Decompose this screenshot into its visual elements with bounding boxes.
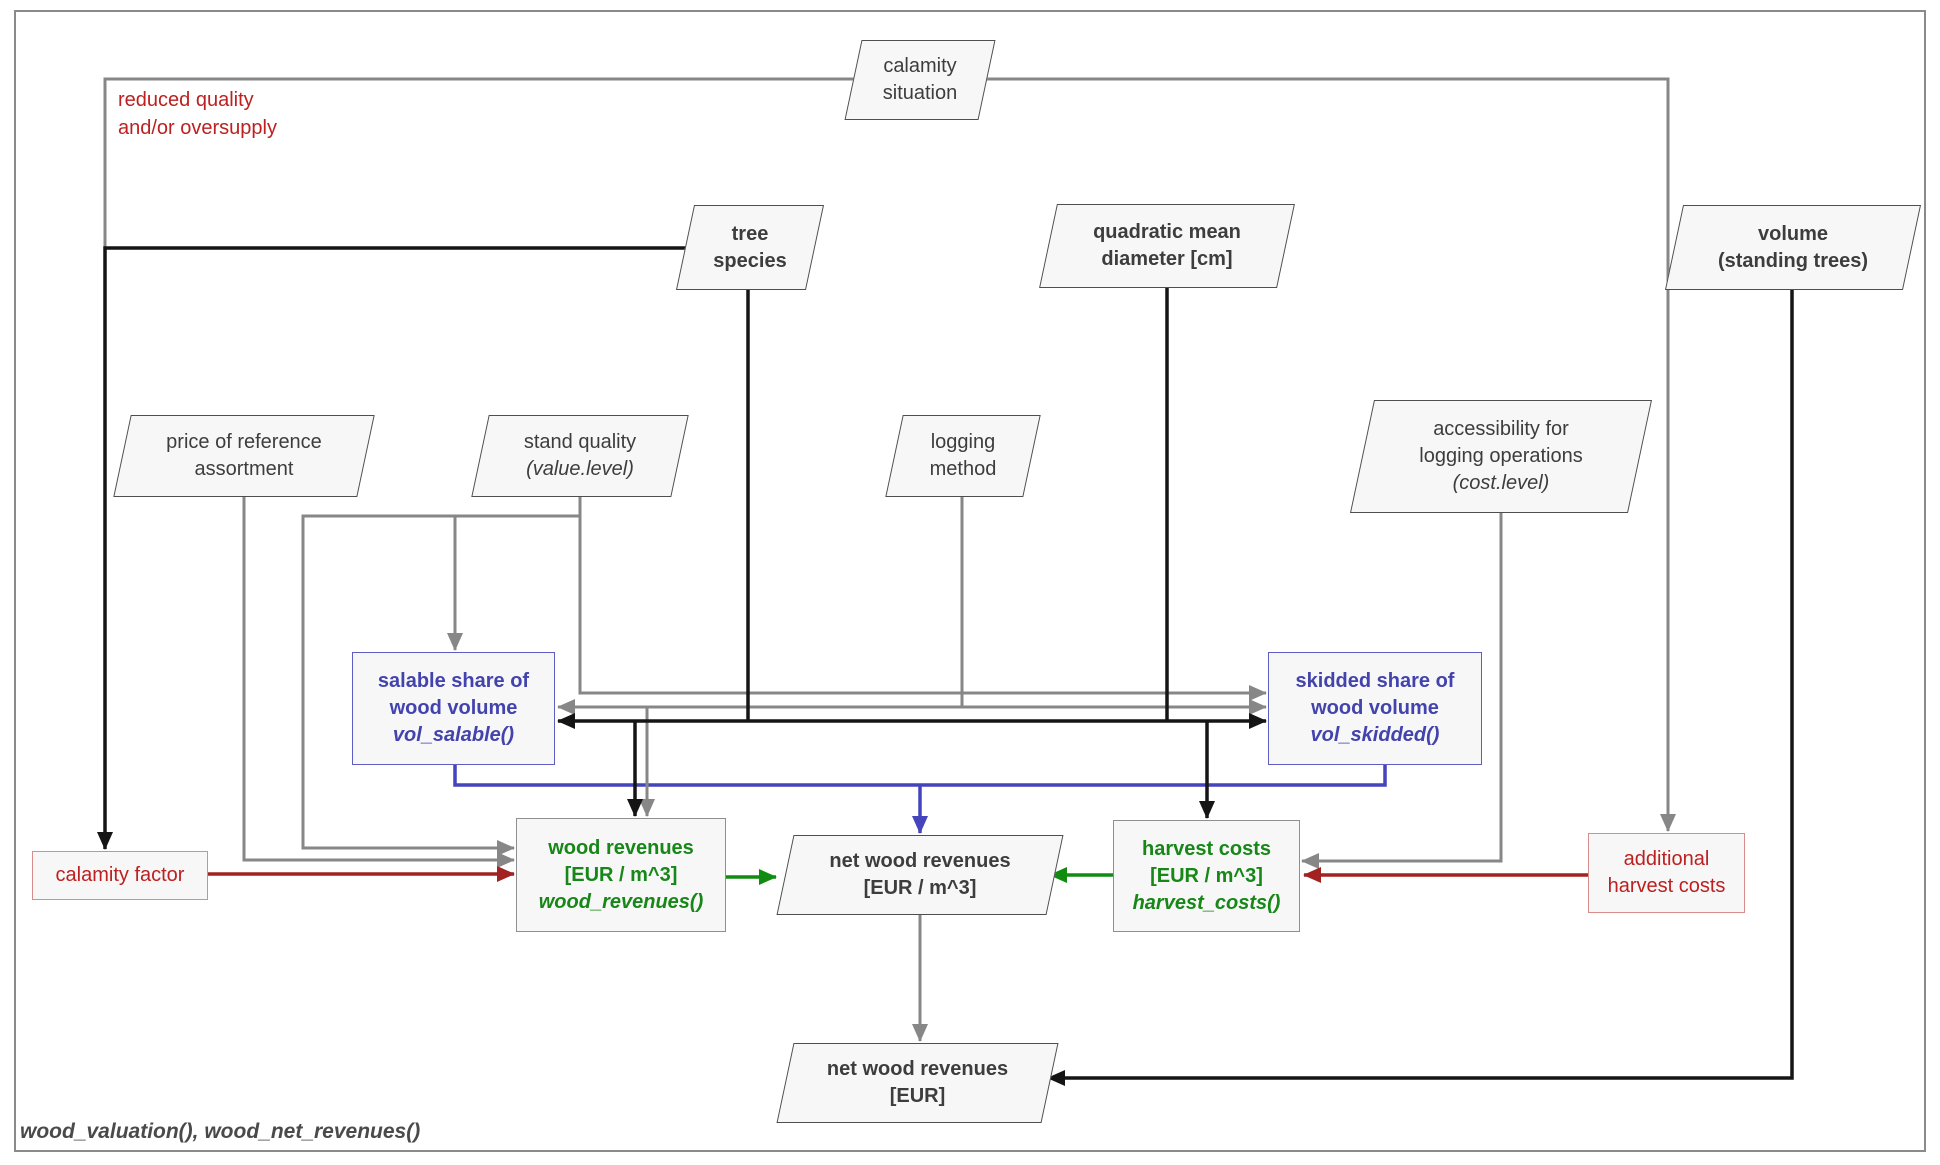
node-label-line: [EUR] bbox=[889, 1085, 946, 1107]
node-label-line: vol_skidded() bbox=[1310, 724, 1440, 746]
node-calamity-factor: calamity factor bbox=[32, 851, 208, 900]
node-label-line: logging operations bbox=[1419, 445, 1583, 467]
node-wood-revenues: wood revenues [EUR / m^3] wood_revenues() bbox=[516, 818, 726, 932]
node-label-line: species bbox=[713, 249, 787, 272]
node-label-line: (standing trees) bbox=[1717, 249, 1869, 272]
node-shape bbox=[516, 818, 726, 932]
node-label-line: wood volume bbox=[389, 697, 518, 719]
node-shape bbox=[1268, 652, 1482, 765]
edges-blue bbox=[453, 765, 1387, 834]
edges-black bbox=[97, 246, 1794, 1086]
node-label-line: wood_revenues() bbox=[538, 890, 704, 913]
node-label-line: [EUR / m^3] bbox=[863, 877, 977, 899]
annotation-line: reduced quality bbox=[118, 89, 254, 111]
node-label-line: harvest costs bbox=[1607, 875, 1726, 897]
node-label-line: wood revenues bbox=[548, 836, 694, 859]
node-net-wood-revenues-m3: net wood revenues [EUR / m^3] bbox=[776, 835, 1064, 915]
node-label-line: diameter [cm] bbox=[1101, 248, 1233, 270]
node-label-line: situation bbox=[882, 82, 958, 104]
edges-gray bbox=[103, 77, 1676, 1042]
node-quadratic-mean-diameter: quadratic mean diameter [cm] bbox=[1039, 204, 1295, 288]
node-volume-standing-trees: volume (standing trees) bbox=[1664, 205, 1922, 290]
node-shape bbox=[1588, 833, 1745, 913]
node-stand-quality: stand quality (value.level) bbox=[471, 415, 689, 497]
edges-darkred bbox=[208, 866, 1588, 883]
node-label-line: volume bbox=[1757, 222, 1829, 245]
edges-green bbox=[726, 867, 1113, 885]
node-logging-method: logging method bbox=[885, 415, 1041, 497]
node-salable-share: salable share of wood volume vol_salable() bbox=[352, 652, 555, 765]
node-net-wood-revenues-eur: net wood revenues [EUR] bbox=[776, 1043, 1059, 1123]
node-label-line: method bbox=[929, 458, 997, 480]
node-skidded-share: skidded share of wood volume vol_skidded() bbox=[1268, 652, 1482, 765]
node-shape bbox=[352, 652, 555, 765]
node-label-line: price of reference bbox=[166, 431, 322, 453]
node-label-line: vol_salable() bbox=[392, 724, 515, 746]
node-label-line: net wood revenues bbox=[826, 1058, 1009, 1080]
node-label-line: net wood revenues bbox=[829, 850, 1011, 872]
node-label-line: [EUR / m^3] bbox=[564, 863, 678, 886]
node-additional-harvest-costs: additional harvest costs bbox=[1588, 833, 1745, 913]
node-harvest-costs: harvest costs [EUR / m^3] harvest_costs() bbox=[1113, 820, 1300, 932]
node-label-line: logging bbox=[930, 431, 996, 453]
node-label-line: tree bbox=[731, 222, 769, 245]
node-price-of-reference-assortment: price of reference assortment bbox=[113, 415, 375, 497]
node-label-line: skidded share of bbox=[1295, 670, 1455, 692]
node-label-line: calamity bbox=[883, 55, 957, 77]
node-label-line: stand quality bbox=[523, 431, 637, 453]
calamity-annotation: reduced quality and/or oversupply bbox=[118, 86, 277, 142]
node-label-line: salable share of bbox=[377, 670, 530, 692]
node-shape bbox=[32, 851, 208, 900]
node-label-line: calamity factor bbox=[55, 864, 185, 886]
node-shape bbox=[1113, 820, 1300, 932]
node-accessibility: accessibility for logging operations (cost… bbox=[1349, 400, 1653, 513]
node-calamity-situation: calamity situation bbox=[844, 40, 996, 120]
node-label-line: (value.level) bbox=[526, 458, 634, 480]
node-label-line: harvest costs bbox=[1142, 837, 1271, 860]
node-label-line: quadratic mean bbox=[1093, 221, 1241, 243]
node-label-line: wood volume bbox=[1311, 697, 1439, 719]
node-label-line: accessibility for bbox=[1433, 418, 1569, 440]
node-label-line: additional bbox=[1623, 848, 1710, 870]
node-tree-species: tree species bbox=[675, 205, 825, 290]
node-label-line: assortment bbox=[194, 458, 294, 480]
annotation-line: and/or oversupply bbox=[118, 117, 277, 139]
node-label-line: [EUR / m^3] bbox=[1150, 864, 1263, 887]
diagram-caption: wood_valuation(), wood_net_revenues() bbox=[20, 1120, 421, 1143]
node-label-line: harvest_costs() bbox=[1132, 891, 1281, 914]
node-label-line: (cost.level) bbox=[1452, 472, 1550, 494]
